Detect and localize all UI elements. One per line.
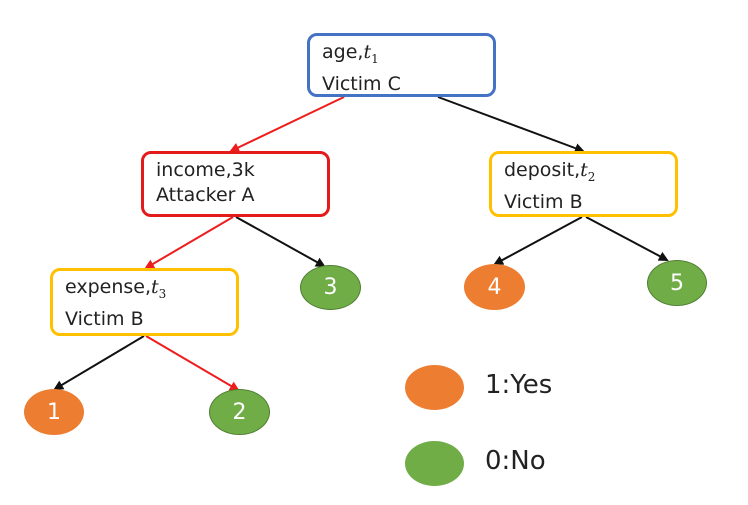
income-node-feature: income,3k [156, 159, 255, 181]
edge-income-leaf3 [235, 216, 326, 267]
root-node-owner: Victim C [322, 72, 401, 95]
expense-node: expense,t3 Victim B [50, 268, 239, 336]
leaf-4-yes: 4 [464, 264, 525, 310]
legend-no-label: 0:No [485, 446, 546, 476]
edge-expense-leaf2 [145, 335, 240, 392]
root-node-threshold: t1 [363, 41, 379, 66]
legend-no-swatch [405, 441, 464, 486]
expense-node-threshold: t3 [151, 276, 167, 301]
edge-expense-leaf1 [53, 335, 145, 391]
edge-root-deposit [437, 96, 585, 153]
expense-node-feature: expense,t3 [65, 276, 167, 301]
income-node: income,3k Attacker A [141, 151, 330, 217]
legend-yes-swatch [405, 365, 464, 410]
leaf-5-no: 5 [647, 260, 707, 306]
edge-deposit-leaf4 [493, 216, 583, 265]
deposit-node-threshold: t2 [580, 159, 596, 184]
edge-income-expense [144, 216, 234, 270]
leaf-1-yes: 1 [24, 389, 84, 435]
leaf-2-no: 2 [209, 389, 270, 435]
deposit-node-feature: deposit,t2 [504, 159, 596, 184]
leaf-3-no: 3 [300, 265, 361, 310]
deposit-node: deposit,t2 Victim B [489, 151, 678, 217]
edge-deposit-leaf5 [585, 216, 669, 261]
expense-node-owner: Victim B [65, 307, 144, 330]
deposit-node-owner: Victim B [504, 190, 583, 213]
edge-root-income [229, 96, 345, 153]
root-node-age: age,t1 Victim C [307, 33, 496, 97]
legend-yes-label: 1:Yes [485, 370, 553, 400]
root-node-feature: age,t1 [322, 41, 379, 66]
income-node-owner: Attacker A [156, 184, 255, 206]
